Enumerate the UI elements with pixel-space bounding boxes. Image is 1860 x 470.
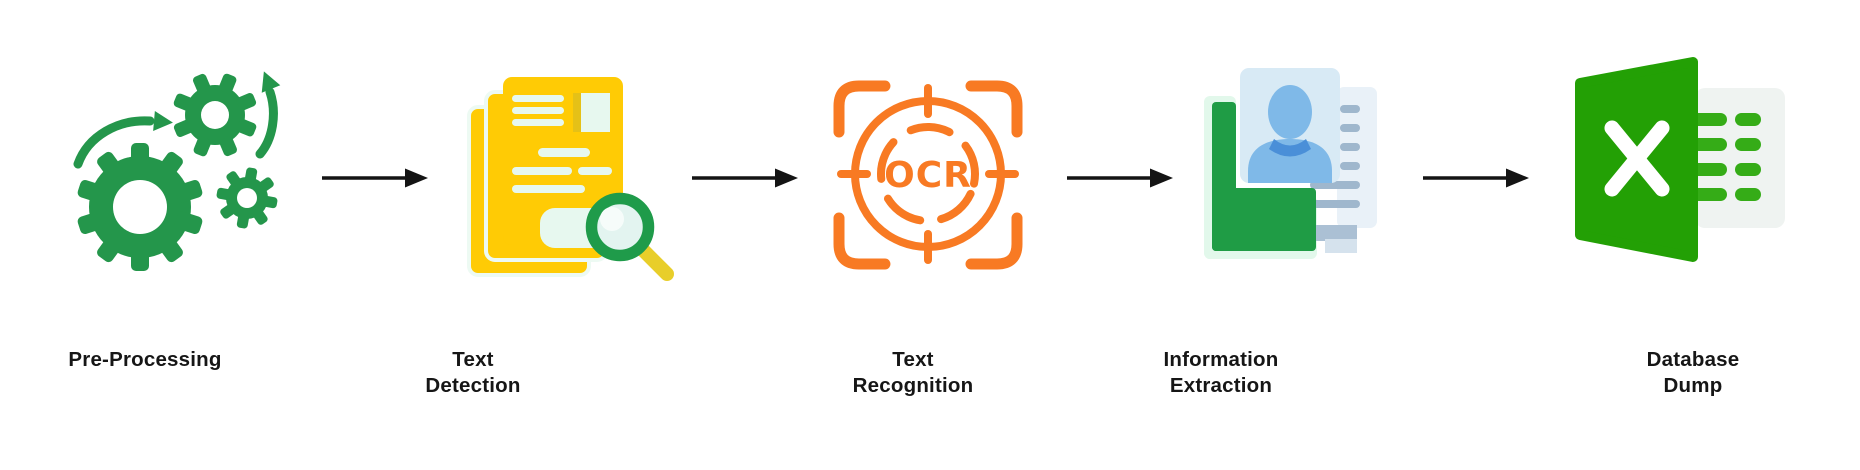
spreadsheet-panel (1695, 88, 1785, 228)
excel-spreadsheet-icon (1575, 57, 1785, 262)
label-line: Dump (1663, 374, 1723, 397)
back-document (1310, 87, 1377, 253)
label-pre-processing: Pre-Processing (68, 347, 221, 373)
gear-small (216, 167, 278, 229)
label-line: Text (892, 348, 934, 371)
label-line: Pre-Processing (68, 348, 222, 371)
gear-large (77, 143, 203, 271)
label-line: Text (452, 348, 494, 371)
flow-arrow-1 (322, 168, 428, 188)
document-magnifier-icon (467, 77, 674, 281)
flow-arrow-4 (1423, 168, 1529, 188)
person-shoulders (1248, 139, 1332, 183)
flow-arrow-3 (1067, 168, 1173, 188)
gear-medium (173, 73, 257, 157)
label-line: Recognition (852, 374, 974, 397)
corner-brackets (833, 80, 1023, 270)
magnifier-icon (585, 192, 674, 281)
target-rings (837, 84, 1019, 264)
person-head (1268, 85, 1312, 139)
label-database-dump: Database Dump (1647, 347, 1740, 399)
ocr-target-icon: OCR (833, 80, 1023, 270)
folder-front (1212, 102, 1316, 251)
label-text-recognition: Text Recognition (853, 347, 974, 399)
id-card (1240, 68, 1340, 183)
rotation-arrows (73, 71, 281, 169)
flow-arrow-2 (692, 168, 798, 188)
label-line: Information (1163, 348, 1279, 371)
folder-id-card-icon (1204, 68, 1377, 259)
x-glyph (1604, 120, 1670, 197)
ocr-text: OCR (884, 155, 972, 196)
label-line: Detection (425, 374, 521, 397)
label-text-detection: Text Detection (425, 347, 520, 399)
person-collar (1269, 139, 1311, 157)
workbook-cover (1575, 57, 1698, 262)
label-line: Database (1646, 348, 1740, 371)
gears-icon (73, 71, 281, 271)
label-information-extraction: Information Extraction (1164, 347, 1279, 399)
label-line: Extraction (1169, 374, 1273, 397)
